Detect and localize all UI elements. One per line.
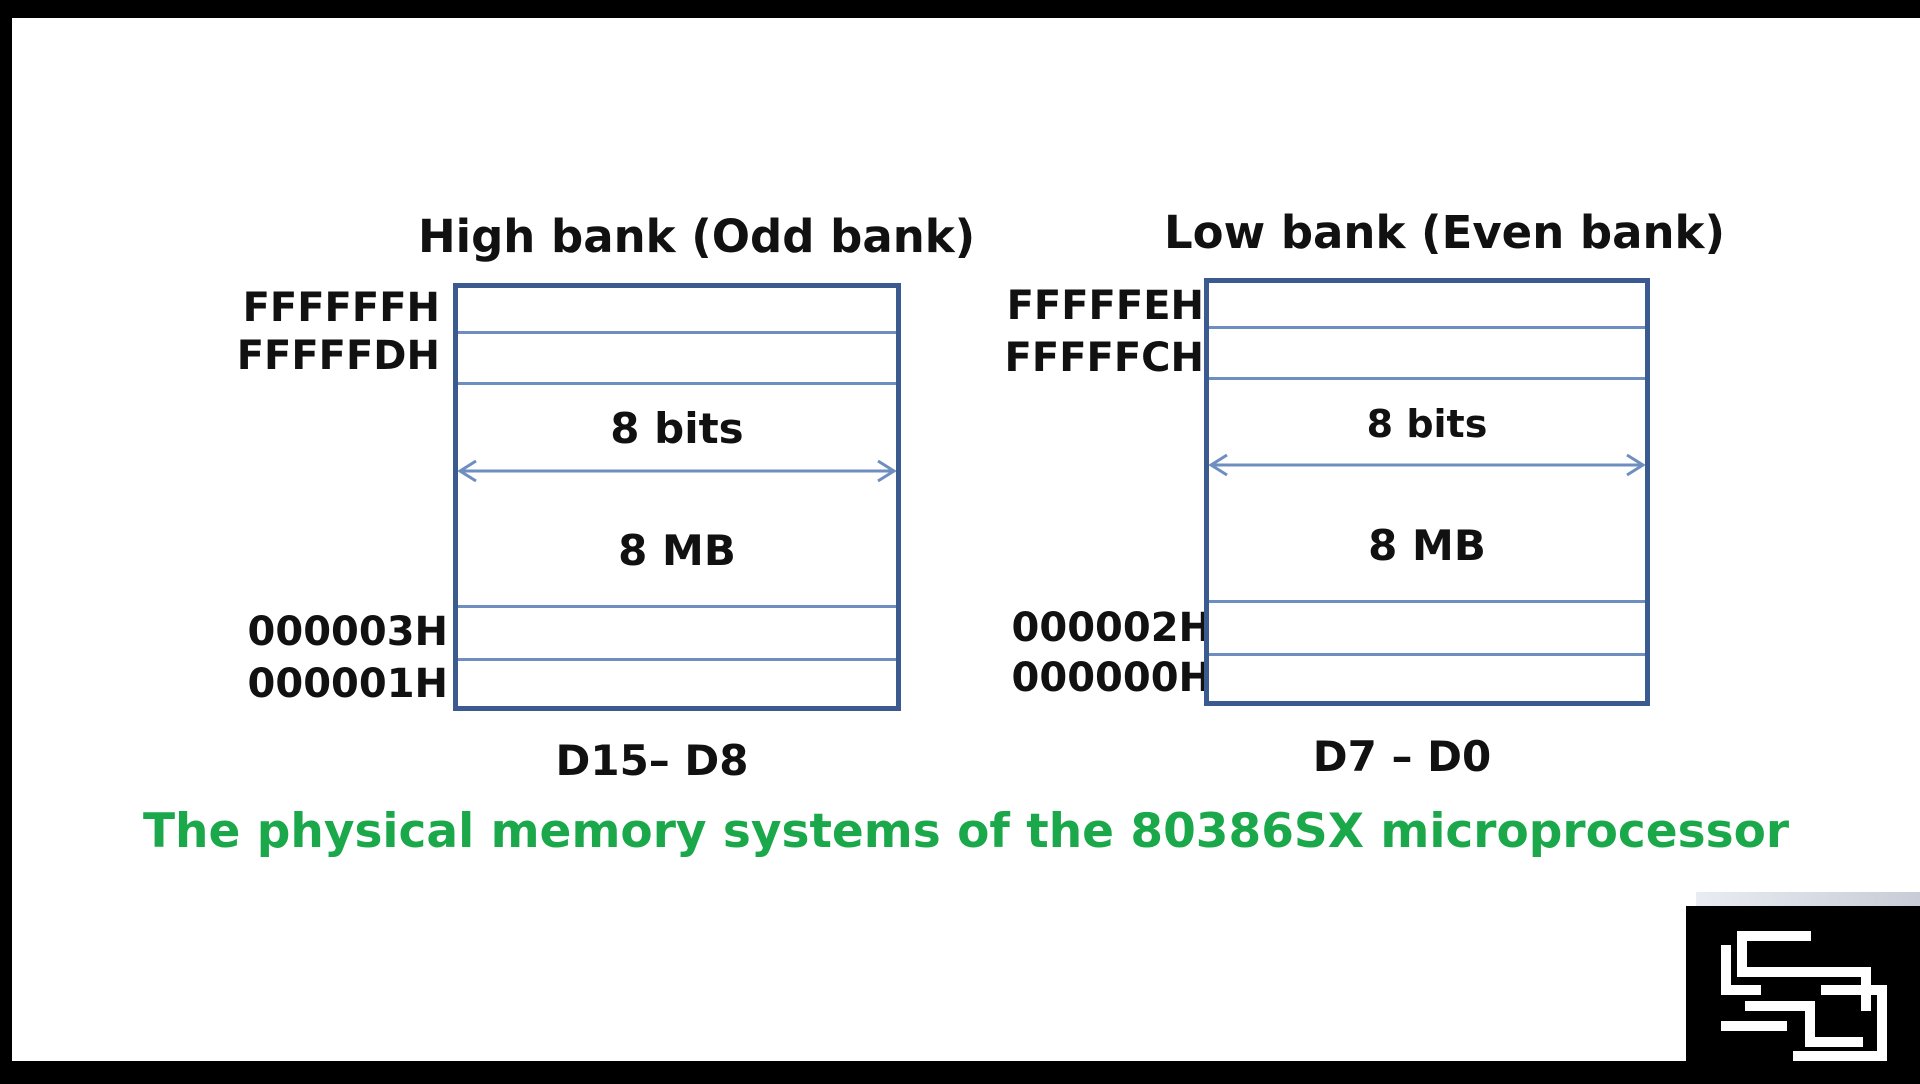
high-bank-title: High bank (Odd bank)	[418, 210, 976, 263]
low-bank-bus-label: D7 – D0	[1312, 732, 1492, 781]
row-divider	[1209, 600, 1645, 603]
row-divider	[1209, 326, 1645, 329]
row-divider	[458, 605, 896, 608]
low-bank-title: Low bank (Even bank)	[1164, 206, 1726, 259]
channel-logo	[1686, 906, 1920, 1080]
overlay-strip	[1696, 892, 1920, 906]
double-arrow-icon	[1209, 453, 1645, 477]
high-bank-addr-bot-2: 000001H	[247, 661, 448, 707]
slide: High bank (Odd bank) FFFFFFH FFFFFDH 000…	[12, 18, 1920, 1061]
diagram-caption: The physical memory systems of the 80386…	[142, 804, 1790, 859]
high-bank-addr-top-2: FFFFFDH	[236, 333, 440, 379]
low-bank-addr-bot-1: 000002H	[1011, 605, 1212, 651]
high-bank-size-label: 8 MB	[618, 526, 736, 575]
low-bank-addr-top-1: FFFFFEH	[1006, 283, 1204, 329]
row-divider	[1209, 377, 1645, 380]
row-divider	[458, 331, 896, 334]
low-bank-addr-top-2: FFFFFCH	[1004, 335, 1204, 381]
low-bank-addr-bot-2: 000000H	[1011, 655, 1212, 701]
channel-logo-icon	[1721, 931, 1887, 1061]
high-bank-box: 8 bits 8 MB	[453, 283, 901, 711]
high-bank-bus-label: D15– D8	[555, 736, 749, 785]
low-bank-size-label: 8 MB	[1368, 521, 1486, 570]
row-divider	[458, 382, 896, 385]
high-bank-width-label: 8 bits	[610, 404, 744, 453]
double-arrow-icon	[458, 459, 896, 483]
high-bank-addr-top-1: FFFFFFH	[242, 285, 440, 331]
row-divider	[458, 658, 896, 661]
high-bank-addr-bot-1: 000003H	[247, 609, 448, 655]
row-divider	[1209, 653, 1645, 656]
low-bank-box: 8 bits 8 MB	[1204, 278, 1650, 706]
low-bank-width-label: 8 bits	[1366, 402, 1488, 446]
